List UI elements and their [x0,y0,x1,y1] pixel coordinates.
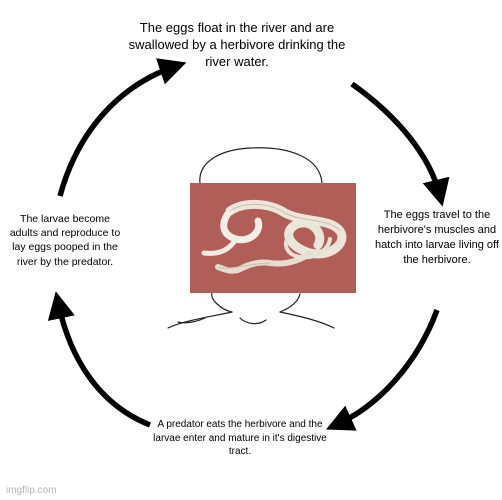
step-text-right: The eggs travel to the herbivore's muscl… [375,209,499,266]
step-text-top: The eggs float in the river and are swal… [128,20,346,69]
imgflip-watermark: imgflip.com [6,485,57,496]
arrow-top-right [350,81,450,207]
arrow-bottom-right [325,309,440,431]
step-text-left: The larvae become adults and reproduce t… [9,213,121,268]
wojak-head-outline [167,147,335,329]
tapeworm-photo [190,183,356,293]
arrow-top-left [57,58,187,197]
arrow-bottom-left [47,291,152,428]
step-text-bottom: A predator eats the herbivore and the la… [153,419,327,457]
